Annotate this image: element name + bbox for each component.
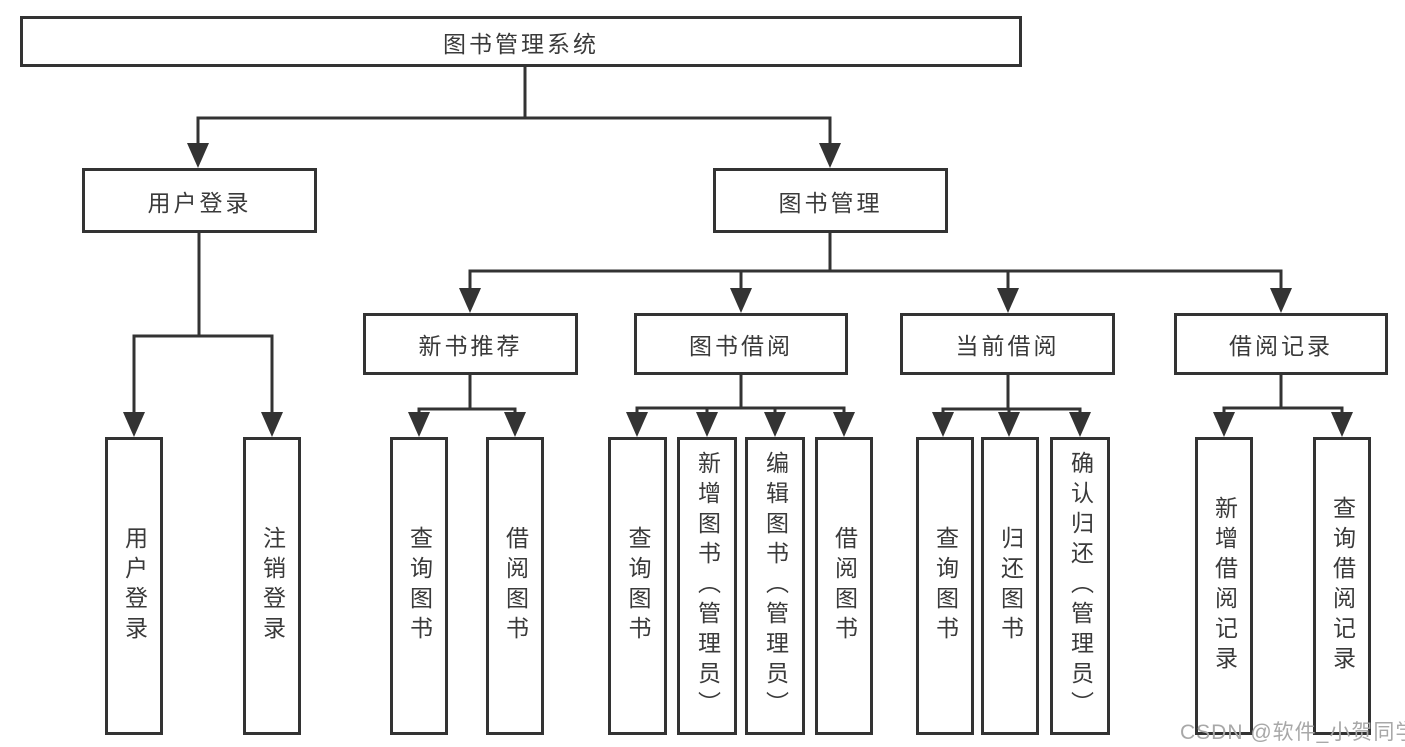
csdn-watermark: CSDN @软件_小贺同学 [1180,721,1405,744]
leaf-label: 查询图书 [406,526,433,646]
arrowhead [1213,412,1235,437]
leaf-label: 查询图书 [625,526,651,646]
arrowhead [261,412,283,437]
leaf-label: 查询图书 [932,526,959,646]
leaf-query-books: 查询图书 [608,437,667,735]
connector-bookmgmt-to-level3 [468,233,1283,290]
arrowhead [1270,288,1292,313]
connector-userlogin-to-leaves [132,233,274,414]
arrowhead [998,412,1020,437]
node-current-borrow: 当前借阅 [900,313,1115,375]
node-library-management-system: 图书管理系统 [20,16,1022,67]
leaf-label: 新增图书（管理员） [694,451,721,721]
leaf-confirm-return-admin: 确认归还（管理员） [1050,437,1110,735]
connector-current-to-leaves [941,375,1082,414]
arrowhead [626,412,648,437]
arrowhead [997,288,1019,313]
leaf-query-books: 查询图书 [916,437,974,735]
arrowhead [764,412,786,437]
arrowhead [1069,412,1091,437]
arrowhead [187,143,209,168]
node-book-management: 图书管理 [713,168,948,233]
arrowhead [123,412,145,437]
leaf-logout: 注销登录 [243,437,301,735]
leaf-add-borrow-record: 新增借阅记录 [1195,437,1253,735]
arrowhead [932,412,954,437]
arrowhead [459,288,481,313]
leaf-query-borrow-record: 查询借阅记录 [1313,437,1371,735]
arrowhead [730,288,752,313]
leaf-edit-book-admin: 编辑图书（管理员） [745,437,805,735]
arrowhead [833,412,855,437]
leaf-return-book: 归还图书 [981,437,1039,735]
connector-root-to-level2 [196,67,832,146]
arrowhead [819,143,841,168]
leaf-query-books: 查询图书 [390,437,448,735]
connector-borrow-to-leaves [635,375,846,414]
leaf-label: 查询借阅记录 [1329,496,1356,676]
leaf-label: 用户登录 [121,526,148,646]
arrowhead [408,412,430,437]
node-book-borrow: 图书借阅 [634,313,848,375]
leaf-label: 借阅图书 [831,526,858,646]
leaf-label: 注销登录 [259,526,286,646]
leaf-label: 确认归还（管理员） [1067,451,1094,721]
leaf-label: 借阅图书 [502,526,529,646]
leaf-borrow-books: 借阅图书 [815,437,873,735]
leaf-label: 归还图书 [997,526,1024,646]
node-new-book-recommend: 新书推荐 [363,313,578,375]
connector-records-to-leaves [1222,375,1344,414]
connector-newbooks-to-leaves [417,375,517,414]
node-user-login: 用户登录 [82,168,317,233]
leaf-user-login: 用户登录 [105,437,163,735]
arrowhead [696,412,718,437]
arrowhead [504,412,526,437]
node-borrow-records: 借阅记录 [1174,313,1388,375]
leaf-add-book-admin: 新增图书（管理员） [677,437,737,735]
leaf-label: 编辑图书（管理员） [762,451,789,721]
leaf-label: 新增借阅记录 [1211,496,1238,676]
arrowhead [1331,412,1353,437]
leaf-borrow-books: 借阅图书 [486,437,544,735]
